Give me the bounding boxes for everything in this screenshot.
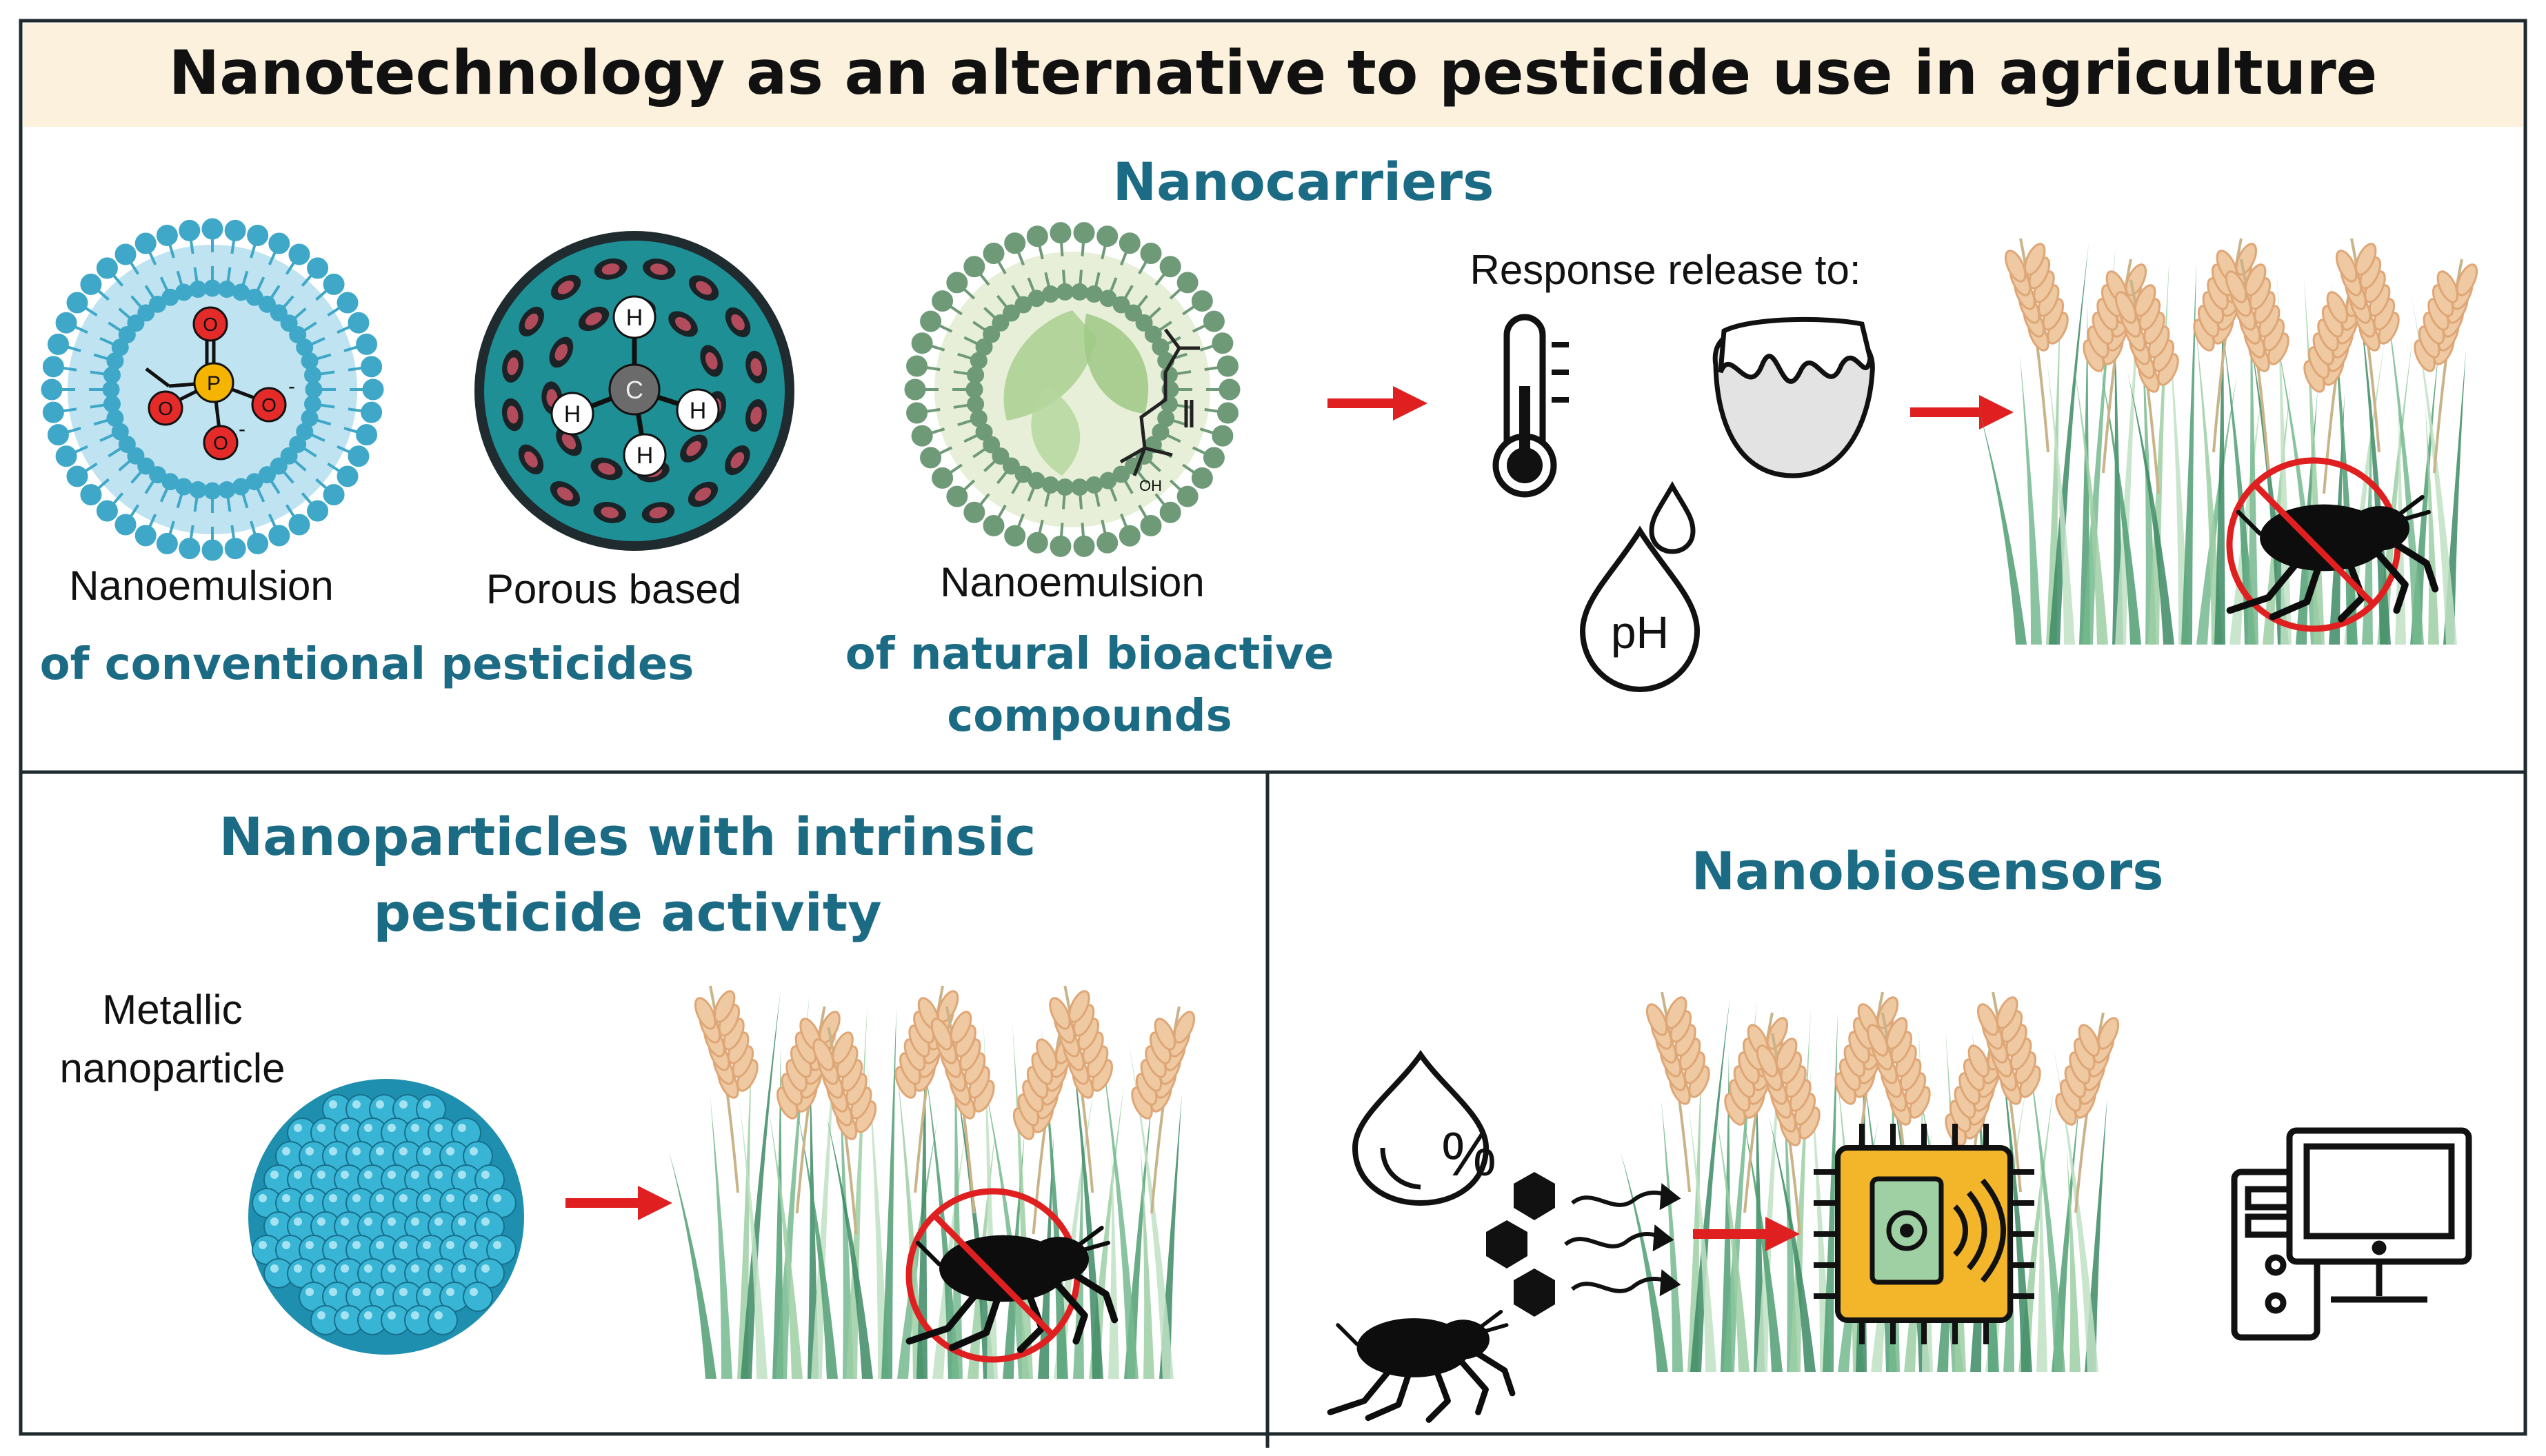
porous-nanoparticle-illustration: C H H H H bbox=[474, 231, 794, 551]
response-release-label: Response release to: bbox=[1470, 247, 1861, 293]
nanoparticles-heading-line2: pesticide activity bbox=[373, 882, 881, 943]
atom-hydrogen: H bbox=[626, 305, 643, 331]
leaf-icon bbox=[1084, 314, 1149, 414]
atom-oxygen: O bbox=[261, 394, 277, 416]
natural-subtitle-line1: of natural bioactive bbox=[845, 629, 1334, 680]
nanoparticles-heading-line1: Nanoparticles with intrinsic bbox=[219, 806, 1036, 867]
ph-label: pH bbox=[1611, 607, 1669, 658]
metallic-label-line2: nanoparticle bbox=[60, 1045, 285, 1091]
hydroxyl-label: OH bbox=[1139, 477, 1162, 494]
enzyme-icon bbox=[1712, 316, 1875, 478]
nanobiosensors-heading: Nanobiosensors bbox=[1692, 840, 2164, 902]
thermometer-icon bbox=[1492, 314, 1569, 498]
signal-flow-icon bbox=[1564, 1183, 1681, 1297]
crop-field-illustration bbox=[1979, 238, 2482, 645]
atom-oxygen: O bbox=[158, 398, 173, 419]
pores bbox=[501, 258, 768, 524]
computer-icon bbox=[2231, 1127, 2472, 1341]
atom-hydrogen: H bbox=[636, 443, 654, 469]
arrow-right-icon bbox=[1910, 395, 2014, 429]
humidity-icon: % bbox=[1352, 1050, 1496, 1206]
humidity-percent: % bbox=[1441, 1120, 1496, 1189]
lipid-bilayer-ring bbox=[904, 222, 1241, 557]
biosensor-chip-icon bbox=[1814, 1124, 2034, 1344]
atom-carbon: C bbox=[625, 376, 643, 404]
nanoemulsion-subtitle: of conventional pesticides bbox=[40, 639, 694, 690]
natural-subtitle-line2: compounds bbox=[947, 691, 1232, 742]
charge-minus: - bbox=[239, 418, 245, 441]
porous-label: Porous based bbox=[486, 566, 741, 612]
atom-oxygen: O bbox=[213, 432, 228, 454]
title-band bbox=[23, 23, 2523, 127]
natural-nanoemulsion-label: Nanoemulsion bbox=[940, 559, 1205, 605]
atom-phosphorus: P bbox=[207, 372, 221, 395]
ph-drop-icon: pH bbox=[1579, 481, 1701, 693]
nanoemulsion-pesticide-illustration: O P O O - O - bbox=[41, 218, 384, 561]
terpene-structure bbox=[1119, 328, 1200, 476]
page-title: Nanotechnology as an alternative to pest… bbox=[169, 37, 2378, 108]
leaf-icon bbox=[1003, 310, 1096, 421]
no-pest-icon bbox=[2226, 457, 2435, 632]
leaf-icon bbox=[1031, 386, 1081, 476]
charge-minus: - bbox=[288, 375, 295, 398]
atom-hydrogen: H bbox=[564, 401, 581, 427]
nanoemulsion-natural-illustration: OH bbox=[904, 222, 1241, 557]
atom-oxygen: O bbox=[203, 314, 218, 335]
arrow-right-icon bbox=[1693, 1217, 1800, 1251]
arrow-right-icon bbox=[565, 1186, 672, 1220]
metallic-label-line1: Metallic bbox=[102, 987, 242, 1033]
molecule-hexagon-icon bbox=[1486, 1172, 1555, 1317]
metallic-nanoparticle-illustration bbox=[248, 1079, 524, 1355]
lipid-bilayer-ring bbox=[41, 218, 384, 561]
no-pest-icon bbox=[905, 1188, 1114, 1363]
nanocarriers-heading: Nanocarriers bbox=[1113, 151, 1494, 212]
atom-hydrogen: H bbox=[690, 398, 707, 424]
nanoemulsion-label: Nanoemulsion bbox=[69, 563, 334, 609]
arrow-right-icon bbox=[1327, 386, 1427, 421]
